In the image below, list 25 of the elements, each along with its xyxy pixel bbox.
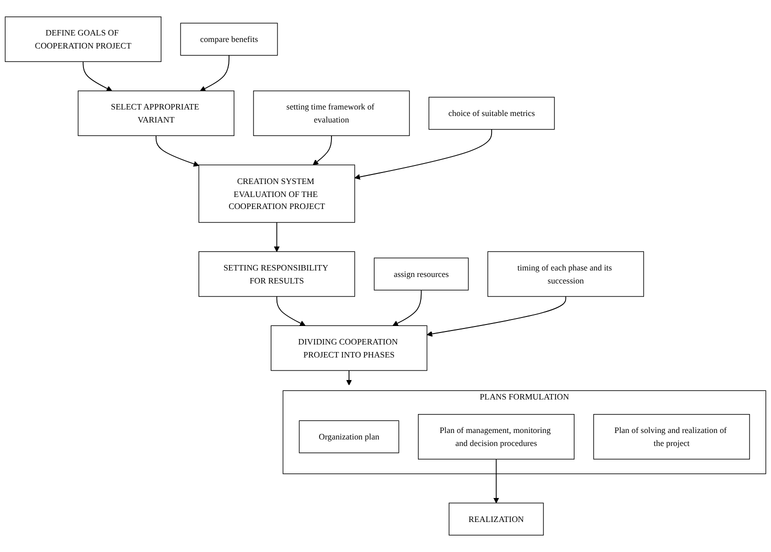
arrow: [392, 290, 422, 326]
node-box: choice of suitable metrics: [428, 96, 555, 130]
arrow: [276, 296, 306, 326]
node-box: SETTING RESPONSIBILITY FOR RESULTS: [198, 251, 356, 297]
node-box: REALIZATION: [448, 502, 544, 536]
arrow: [312, 135, 332, 166]
node-box: Plan of management, monitoring and decision procedures: [418, 414, 574, 460]
arrow: [346, 370, 352, 386]
node-box: setting time framework of evaluation: [253, 90, 410, 136]
arrow: [82, 61, 112, 92]
node-box: SELECT APPROPRIATE VARIANT: [78, 90, 234, 136]
node-box: CREATION SYSTEM EVALUATION OF THE COOPERATION PROJECT: [198, 164, 356, 223]
node-box: timing of each phase and its succession: [487, 251, 644, 297]
arrow: [354, 128, 492, 180]
arrow: [156, 135, 200, 167]
arrow: [426, 296, 566, 337]
arrow: [274, 222, 280, 252]
node-box: Plan of solving and realization of the project: [593, 414, 750, 460]
node-box: assign resources: [374, 258, 469, 290]
node-box: compare benefits: [180, 22, 278, 56]
arrow: [493, 458, 500, 504]
node-box: DEFINE GOALS OF COOPERATION PROJECT: [4, 16, 162, 62]
arrow: [200, 54, 230, 92]
node-box: Organization plan: [298, 420, 400, 454]
node-box: DIVIDING COOPERATION PROJECT INTO PHASES: [270, 325, 428, 371]
